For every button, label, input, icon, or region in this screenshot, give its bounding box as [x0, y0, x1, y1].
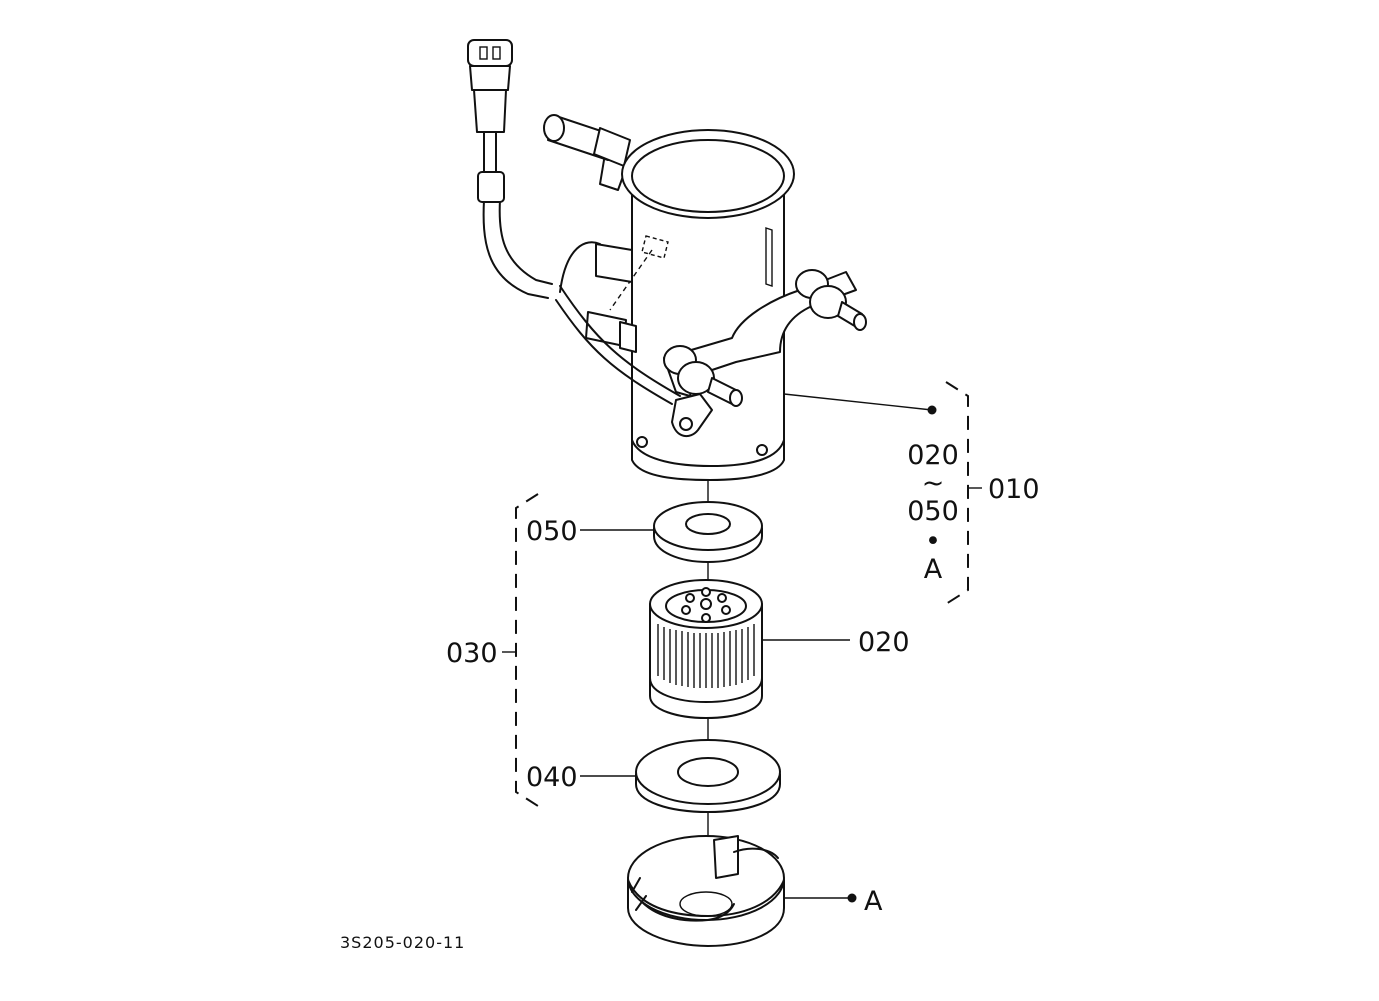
inlet-fittings	[555, 241, 681, 405]
callout-040: 040	[526, 762, 578, 793]
range-start-label: 020	[907, 440, 959, 471]
leader-lines	[580, 393, 937, 903]
range-separator-label: •	[925, 526, 941, 557]
callout-020: 020	[858, 627, 910, 658]
gasket-upper	[653, 501, 763, 563]
bracket-assembly-010	[945, 381, 982, 605]
callout-030: 030	[446, 638, 498, 669]
filter-element	[649, 579, 763, 719]
fuel-pump-assembly	[467, 39, 867, 481]
callout-010: 010	[988, 474, 1040, 505]
drawing-code: 3S205-020-11	[340, 933, 465, 952]
filter-cover	[627, 835, 785, 947]
outlet-fitting	[543, 114, 631, 191]
gasket-lower	[635, 739, 781, 813]
range-end-label: 050	[907, 496, 959, 527]
callout-a: A	[864, 886, 883, 917]
pump-body	[609, 129, 795, 481]
electrical-connector	[467, 39, 553, 299]
bracket-kit-030	[502, 493, 539, 807]
range-mark-label: ~	[922, 468, 945, 499]
range-extra-label: A	[924, 554, 943, 585]
callout-050: 050	[526, 516, 578, 547]
mounting-bracket	[663, 269, 867, 438]
